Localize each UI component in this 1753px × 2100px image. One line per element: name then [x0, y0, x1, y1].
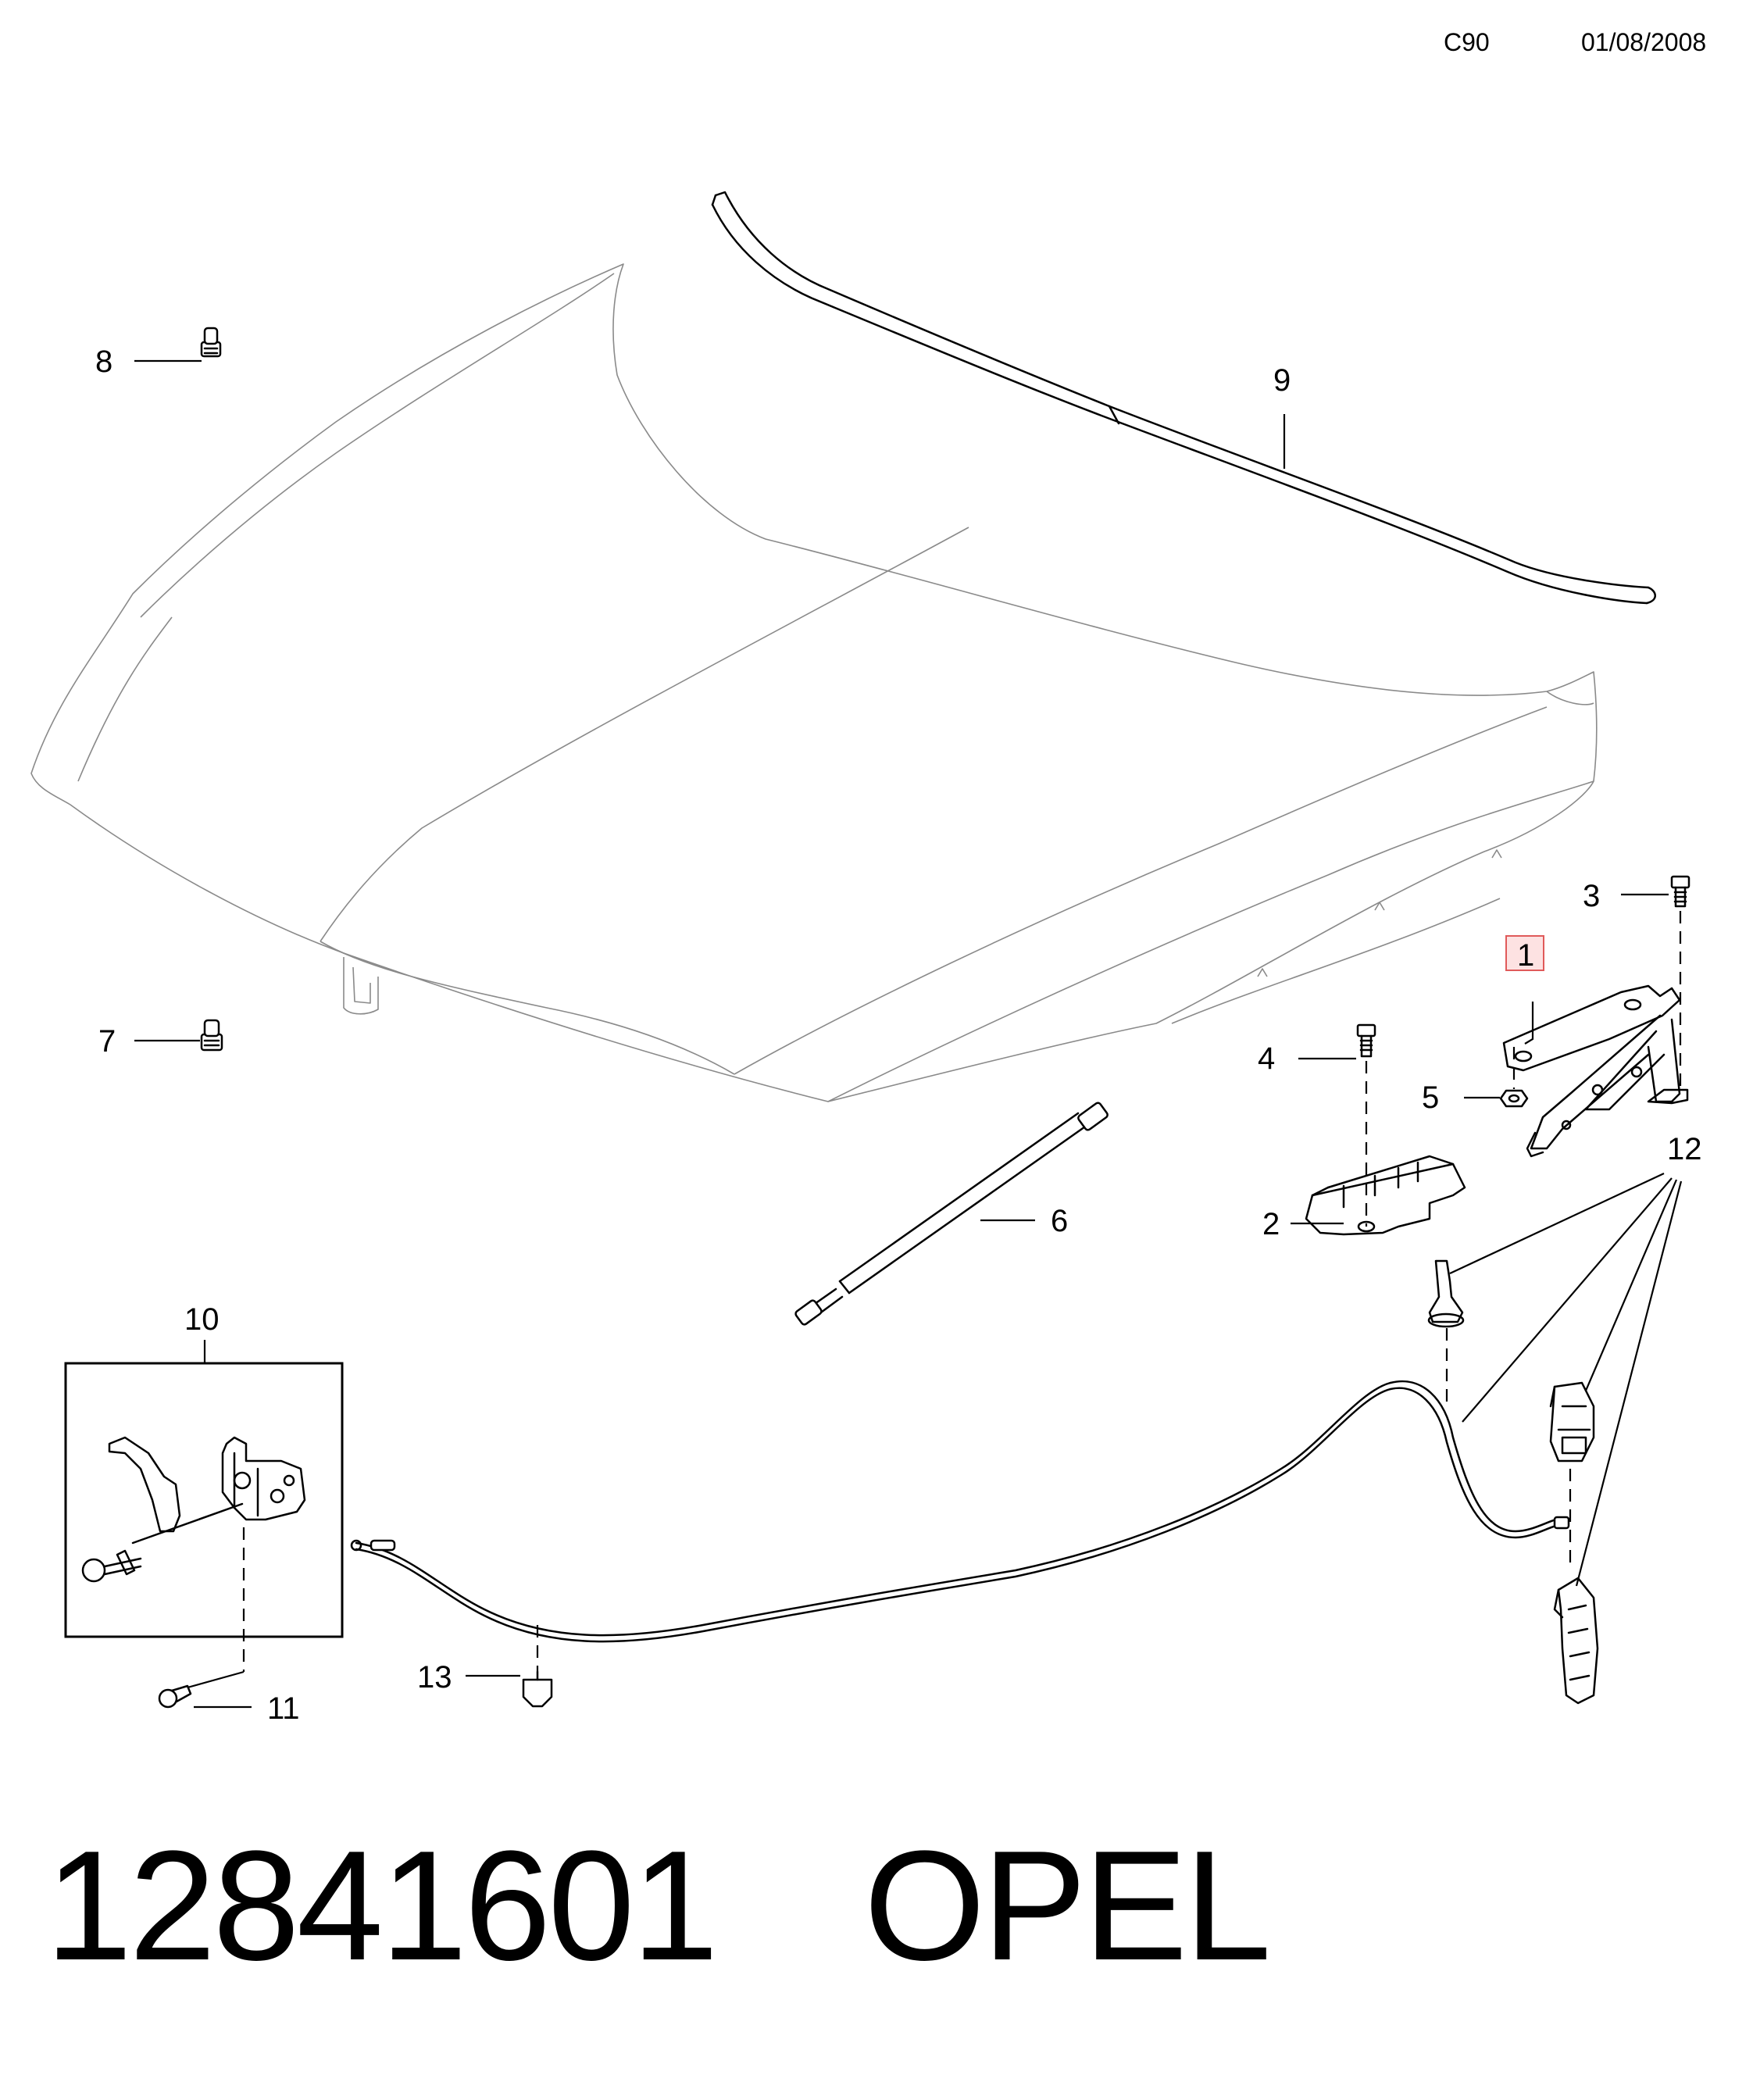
callout-7: 7: [98, 1024, 116, 1059]
brand-name: OPEL: [863, 1819, 1272, 1993]
bolt-3: [1670, 875, 1691, 908]
diagram-code: C90: [1444, 28, 1490, 56]
hood-weatherstrip: [711, 191, 1656, 605]
diagram-date: 01/08/2008: [1581, 28, 1707, 56]
hood-hinge: [1502, 984, 1689, 1158]
callout-6: 6: [1051, 1204, 1068, 1238]
latch-detail-frame: [64, 1362, 344, 1638]
hood-latch: [81, 1436, 306, 1583]
callout-3: 3: [1583, 879, 1600, 913]
callout-12: 12: [1667, 1132, 1702, 1166]
callout-13: 13: [417, 1660, 452, 1695]
hood-bumper-8: [200, 327, 222, 358]
callout-2: 2: [1262, 1207, 1280, 1241]
cable-clip: [522, 1670, 553, 1708]
release-cable: [350, 1380, 1570, 1643]
callout-10: 10: [184, 1302, 220, 1337]
callout-8: 8: [95, 345, 112, 379]
release-handle-rod: [1427, 1259, 1465, 1328]
callout-11: 11: [267, 1691, 300, 1726]
callout-9: 9: [1273, 363, 1291, 398]
leader-lines: [134, 359, 1683, 1709]
part-number: 12841601: [45, 1819, 719, 1993]
latch-bolt-lead: [187, 1670, 245, 1689]
latch-bolt-11: [158, 1684, 192, 1709]
footer: 12841601 OPEL: [45, 1819, 1272, 1993]
hood-panel: [30, 263, 1598, 1102]
hood-bumper-7: [200, 1019, 223, 1052]
callout-highlight-1: [1505, 935, 1544, 971]
bolt-4: [1356, 1023, 1376, 1058]
release-lever: [1549, 1381, 1595, 1462]
hood-bracket: [1305, 1155, 1466, 1236]
gas-strut: [794, 1102, 1109, 1326]
release-handle: [1553, 1577, 1599, 1705]
callout-5: 5: [1422, 1080, 1439, 1115]
nut-5: [1499, 1089, 1529, 1108]
callout-1: 1: [1517, 938, 1534, 973]
callout-4: 4: [1258, 1041, 1275, 1076]
